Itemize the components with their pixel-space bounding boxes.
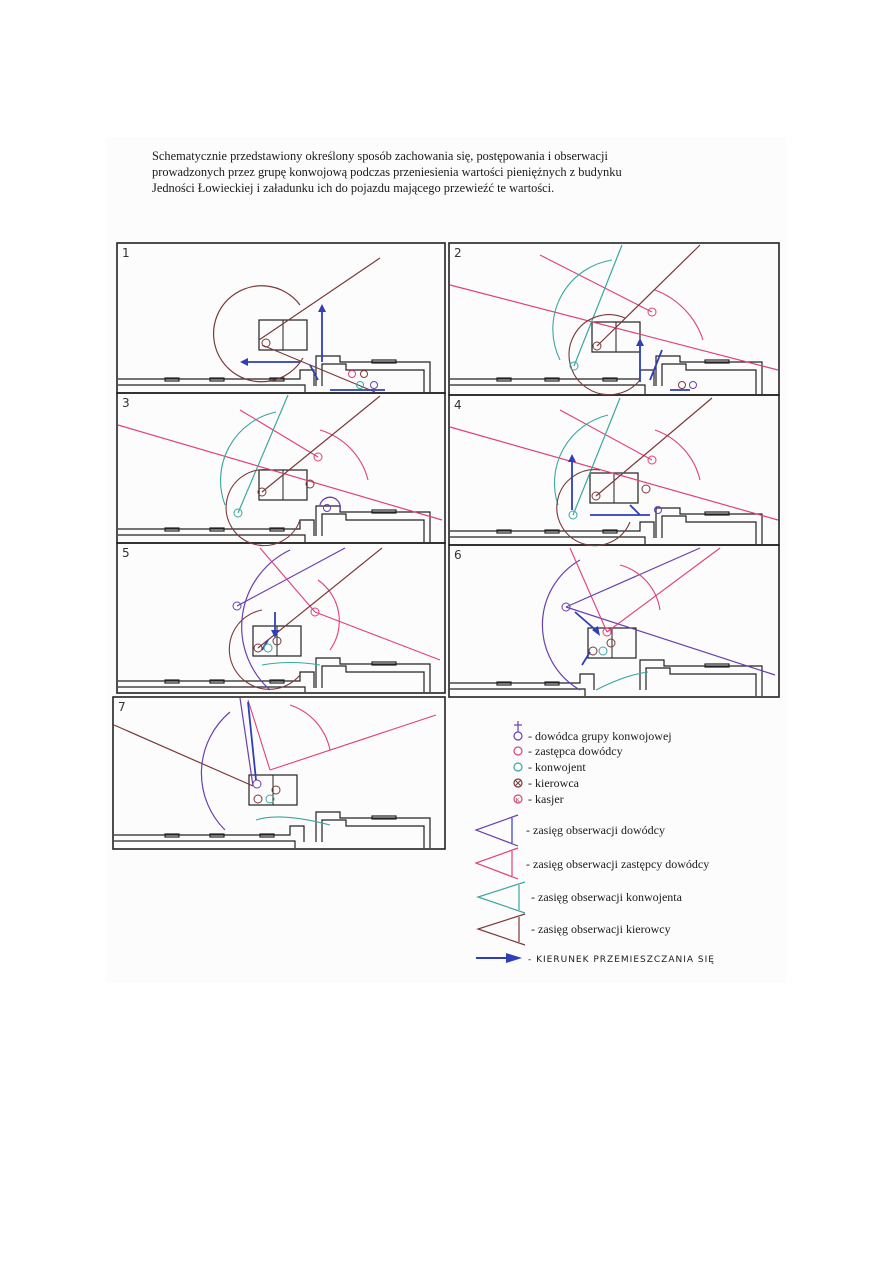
- legend-range-commander-symbol: [474, 814, 519, 847]
- legend-range-driver: - zasięg obserwacji kierowcy: [531, 922, 671, 936]
- legend-range-deputy-symbol: [474, 847, 519, 880]
- driver-range: [212, 285, 304, 383]
- legend-range-escort-symbol: [476, 881, 526, 914]
- legend-driver: - kierowca: [528, 776, 580, 790]
- legend-range-driver-symbol: [476, 913, 526, 946]
- legend-direction: - KIERUNEK PRZEMIESZCZANIA SIĘ: [528, 955, 715, 965]
- legend-range-commander: - zasięg obserwacji dowódcy: [526, 823, 665, 837]
- panel-1: [118, 257, 431, 393]
- panel-2: [449, 244, 779, 396]
- svg-text:K: K: [516, 798, 521, 804]
- panel-3: [117, 394, 443, 547]
- legend-escort: - konwojent: [528, 760, 586, 774]
- panel-number-1: 1: [122, 246, 130, 260]
- panel-7: [113, 697, 437, 848]
- legend: - dowódca grupy konwojowej - zastępca do…: [474, 721, 715, 965]
- panel-number-2: 2: [454, 246, 462, 260]
- panel-number-4: 4: [454, 398, 462, 412]
- legend-commander-symbol: [513, 721, 523, 741]
- panel-6: [450, 547, 776, 696]
- legend-commander: - dowódca grupy konwojowej: [528, 729, 672, 743]
- legend-driver-symbol: [513, 778, 523, 788]
- panel-4: [449, 397, 779, 547]
- legend-cashier-symbol: K: [513, 794, 523, 804]
- title-line-3: Jedności Łowieckiej i załadunku ich do p…: [152, 181, 555, 196]
- panel-frame-6: [448, 544, 780, 698]
- legend-range-escort: - zasięg obserwacji konwojenta: [531, 890, 683, 904]
- legend-range-deputy: - zasięg obserwacji zastępcy dowódcy: [526, 857, 709, 871]
- legend-cashier: - kasjer: [528, 792, 564, 806]
- title-line-1: Schematycznie przedstawiony określony sp…: [152, 149, 608, 163]
- title-line-2: prowadzonych przez grupę konwojową podcz…: [152, 165, 622, 180]
- legend-deputy: - zastępca dowódcy: [528, 744, 623, 758]
- panel-number-7: 7: [118, 700, 126, 714]
- direction-arrows: [246, 312, 385, 391]
- panel-frame-5: [116, 542, 446, 694]
- document-title: Schematycznie przedstawiony określony sp…: [152, 148, 672, 197]
- panel-number-3: 3: [122, 396, 130, 410]
- legend-deputy-symbol: [513, 746, 523, 756]
- panel-5: [118, 547, 441, 692]
- legend-escort-symbol: [513, 762, 523, 772]
- panel-number-5: 5: [122, 546, 130, 560]
- panel-frame-7: [112, 696, 446, 850]
- legend-direction-arrow-icon: [476, 953, 522, 963]
- panel-number-6: 6: [454, 548, 462, 562]
- building-plan: [118, 355, 431, 392]
